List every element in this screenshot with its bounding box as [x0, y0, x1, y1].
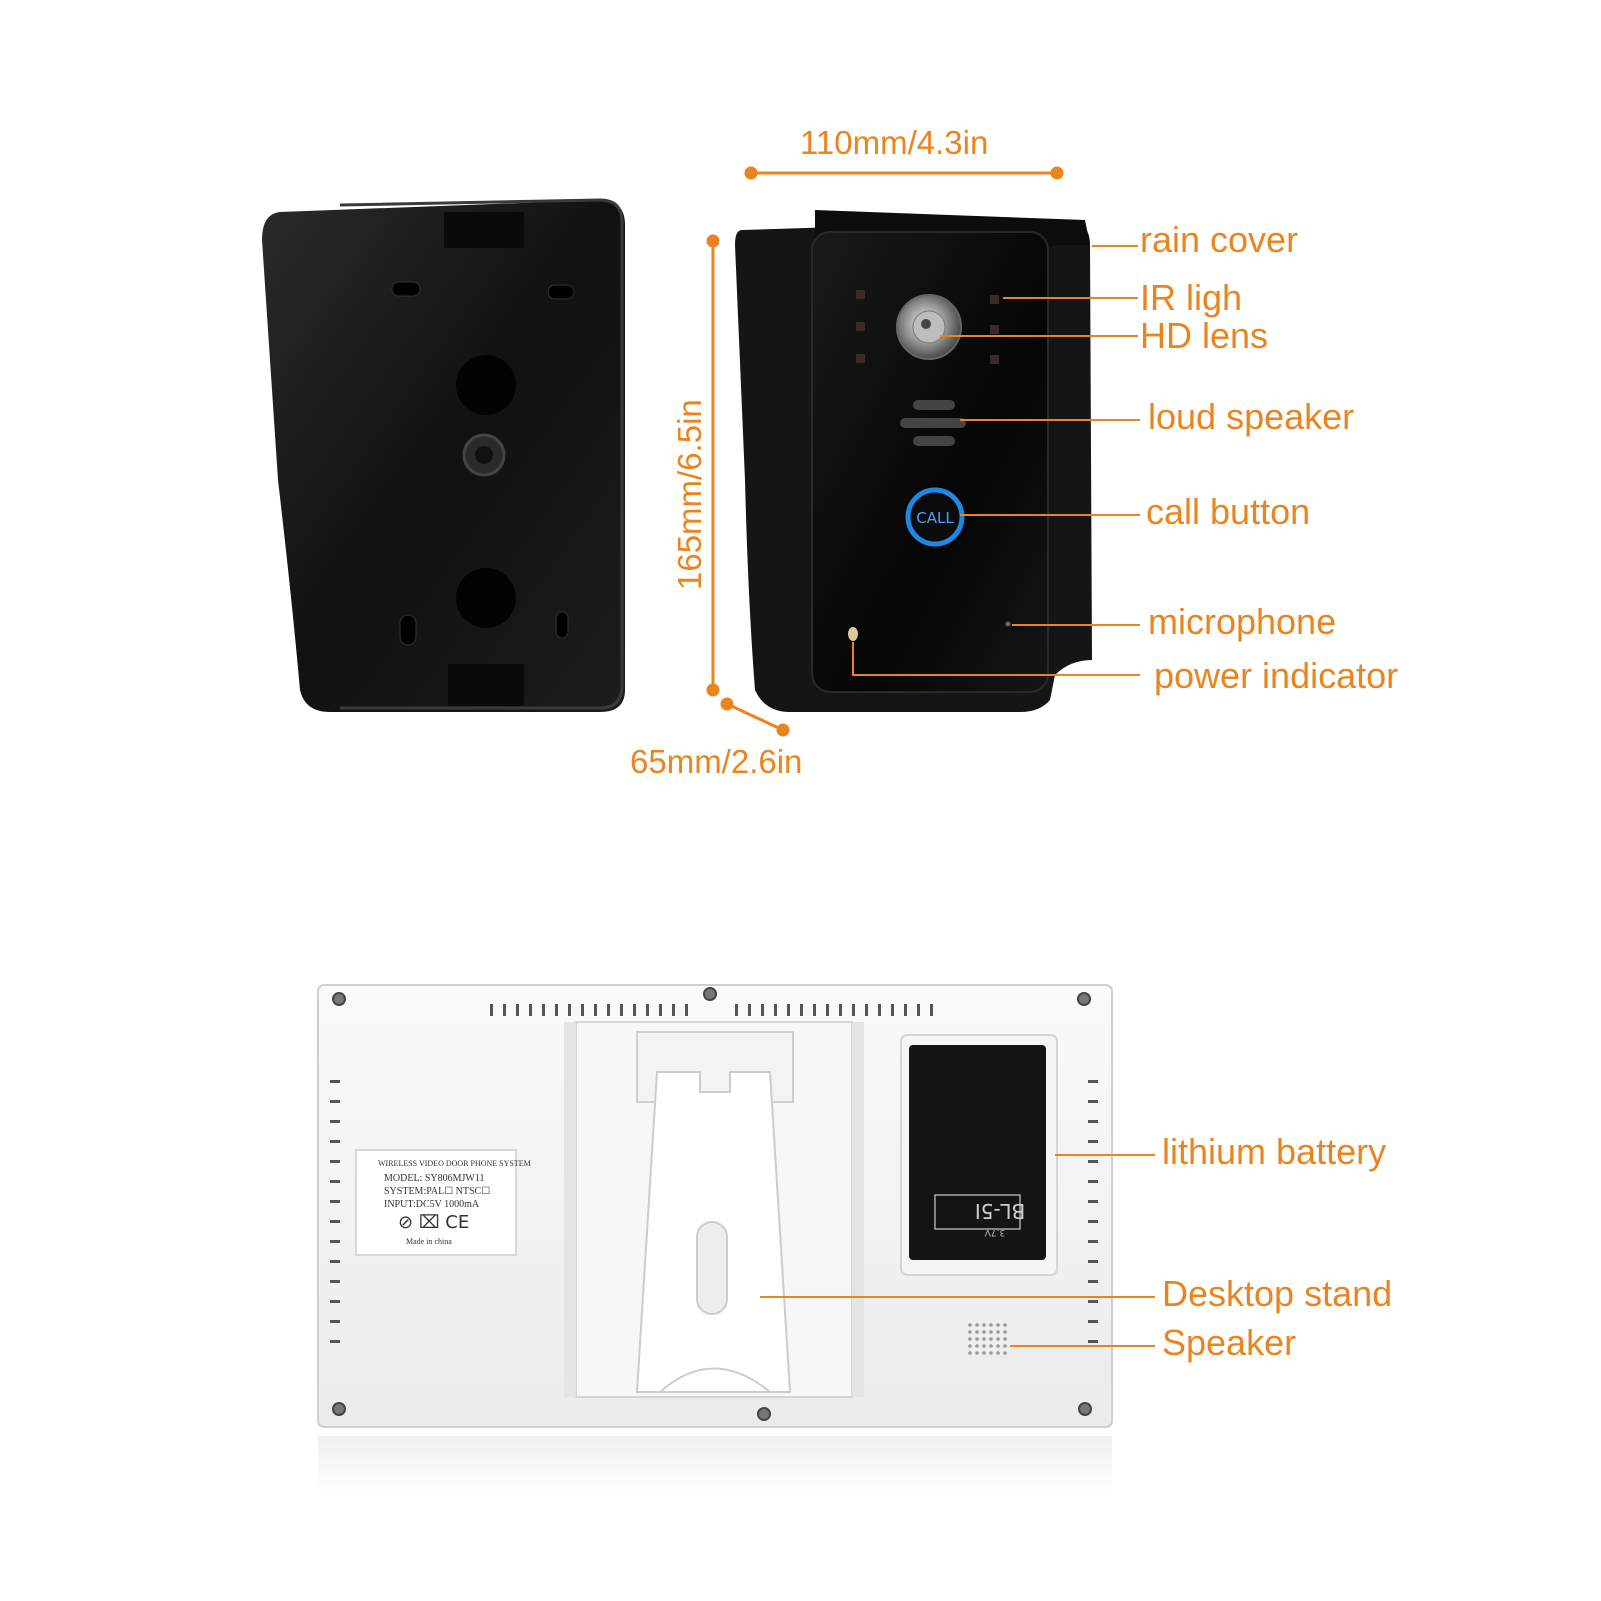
- microphone-icon: [1005, 621, 1011, 627]
- battery-spec: 3.7V: [984, 1227, 1005, 1237]
- desktop-stand-shape: [635, 1031, 794, 1393]
- screw-icon: [332, 987, 1092, 1421]
- dimension-lines: [706, 166, 1064, 737]
- label-desktop-stand: Desktop stand: [1162, 1273, 1393, 1314]
- label-microphone: microphone: [1148, 601, 1337, 642]
- depth-dimension: 65mm/2.6in: [630, 743, 803, 780]
- label-power-indicator: power indicator: [1154, 655, 1399, 696]
- label-lithium-battery: lithium battery: [1162, 1131, 1387, 1172]
- nameplate-marks: ⊘ ⌧ CE: [398, 1212, 470, 1233]
- nameplate-line3: SYSTEM:PAL☐ NTSC☐: [384, 1186, 491, 1197]
- nameplate-line4: INPUT:DC5V 1000mA: [384, 1199, 480, 1210]
- monitor-back: BL-5I 3.7V: [317, 984, 1113, 1496]
- nameplate-line1: WIRELESS VIDEO DOOR PHONE SYSTEM: [378, 1159, 531, 1168]
- label-speaker: Speaker: [1162, 1322, 1297, 1363]
- outdoor-leader-lines: [852, 245, 1140, 676]
- nameplate-line2: MODEL: SY806MJW11: [384, 1173, 485, 1184]
- label-rain-cover: rain cover: [1140, 219, 1299, 260]
- speaker-holes-icon: [968, 1323, 1007, 1355]
- top-vents: [490, 1004, 933, 1016]
- outdoor-unit-front: CALL: [735, 210, 1092, 712]
- width-dimension: 110mm/4.3in: [800, 124, 989, 161]
- lens-icon: [896, 294, 962, 360]
- ir-led-icon: [856, 290, 999, 364]
- outdoor-unit-back: [262, 198, 625, 712]
- power-led-icon: [848, 627, 858, 641]
- battery-model: BL-5I: [975, 1199, 1025, 1223]
- label-loud-speaker: loud speaker: [1148, 396, 1355, 437]
- nameplate-line5: Made in china: [406, 1237, 452, 1246]
- height-dimension: 165mm/6.5in: [671, 399, 708, 590]
- call-button-text: CALL: [916, 509, 954, 527]
- label-hd-lens: HD lens: [1140, 315, 1269, 356]
- call-button-icon: CALL: [905, 487, 965, 547]
- side-vents: [330, 1080, 1098, 1343]
- speaker-grille-icon: [900, 400, 966, 446]
- nameplate: [355, 1149, 517, 1256]
- lithium-battery-shape: BL-5I 3.7V: [909, 1045, 1046, 1260]
- label-ir-light: IR ligh: [1140, 277, 1243, 318]
- monitor-leader-lines: [760, 1154, 1155, 1347]
- label-call-button: call button: [1146, 491, 1311, 532]
